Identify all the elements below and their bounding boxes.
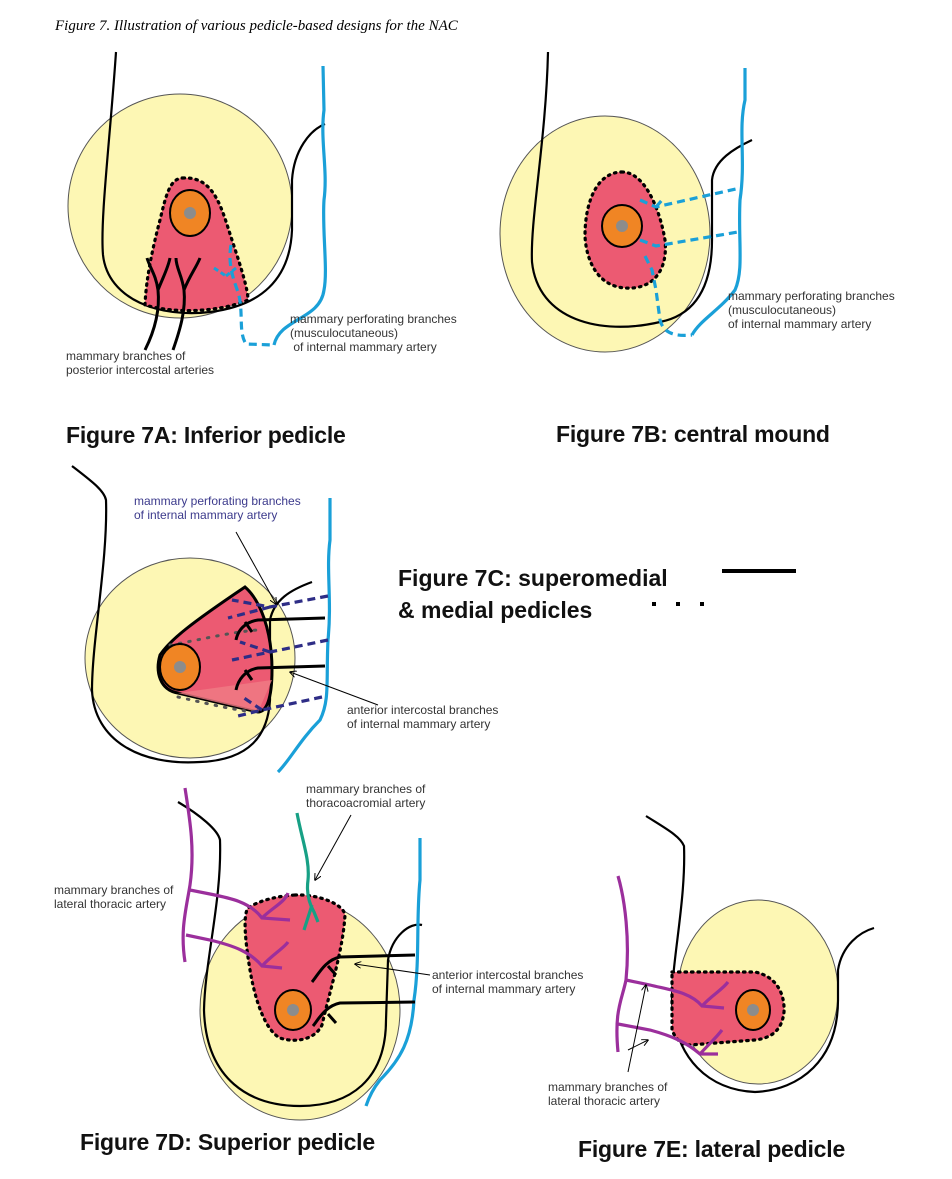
panel-d-title: Figure 7D: Superior pedicle	[80, 1129, 375, 1155]
perforating-branch-dashed	[639, 230, 739, 337]
panel-e-drawing	[615, 815, 875, 1094]
label-a-posterior: mammary branches of posterior intercosta…	[66, 349, 215, 377]
perforating-arrow	[235, 531, 276, 604]
anterior-intercostal-branch	[234, 664, 326, 691]
nipple	[174, 661, 186, 673]
label-e-lateral-thoracic: mammary branches of lateral thoracic art…	[548, 1080, 668, 1108]
label-a-perforating: mammary perforating branches (musculocut…	[290, 312, 457, 354]
posterior-intercostal-branch	[171, 257, 202, 351]
label-c-perforating: mammary perforating branches of internal…	[134, 494, 301, 522]
anterior-intercostal-branch	[310, 953, 416, 983]
panel-c-title: Figure 7C: superomedial & medial pedicle…	[398, 565, 668, 623]
pedicle-superior	[243, 893, 347, 1042]
perforating-branch-dashed	[237, 695, 323, 718]
panel-b-drawing	[499, 51, 753, 353]
internal-mammary-vessel	[276, 498, 332, 774]
perforating-branch-dashed	[639, 186, 741, 209]
label-d-anterior: anterior intercostal branches of interna…	[432, 968, 584, 996]
label-d-thoracoacromial: mammary branches of thoracoacromial arte…	[306, 782, 426, 810]
internal-mammary-vessel	[690, 68, 747, 336]
body-contour	[177, 801, 423, 1108]
body-contour	[530, 51, 753, 328]
figure-caption: Figure 7. Illustration of various pedicl…	[55, 18, 458, 34]
perforating-branch-dashed	[231, 638, 329, 662]
thoracoacromial-arrow	[315, 814, 352, 880]
panel-b-title: Figure 7B: central mound	[556, 421, 830, 447]
panel-c-drawing	[71, 465, 796, 774]
nipple	[616, 220, 628, 232]
anterior-arrow	[290, 672, 379, 706]
lateral-thoracic-vessel	[181, 787, 291, 970]
label-b-perforating: mammary perforating branches (musculocut…	[728, 289, 895, 331]
nipple	[747, 1004, 759, 1016]
label-d-lateral-thoracic: mammary branches of lateral thoracic art…	[54, 883, 174, 911]
label-c-anterior: anterior intercostal branches of interna…	[347, 703, 499, 731]
thoracoacromial-vessel	[295, 812, 320, 931]
anterior-intercostal-branch	[311, 1000, 416, 1027]
lateral-thoracic-arrow	[627, 1040, 648, 1051]
nipple	[287, 1004, 299, 1016]
panel-a-title: Figure 7A: Inferior pedicle	[66, 422, 346, 448]
panel-d-drawing	[177, 787, 431, 1121]
panel-a-drawing	[67, 51, 327, 351]
internal-mammary-vessel	[272, 65, 327, 346]
perforating-branch-dashed	[227, 594, 329, 620]
lateral-thoracic-vessel	[615, 875, 730, 1056]
body-contour	[645, 815, 875, 1094]
anterior-intercostal-branch	[234, 616, 326, 641]
pedicle-medial-region	[178, 680, 272, 712]
nipple	[184, 207, 196, 219]
internal-mammary-vessel	[364, 838, 422, 1107]
perforating-branch-dashed	[228, 244, 275, 347]
lateral-thoracic-arrow	[627, 985, 646, 1073]
posterior-intercostal-branch	[143, 257, 172, 351]
anterior-arrow	[355, 964, 431, 976]
body-contour	[101, 51, 326, 315]
panel-e-title: Figure 7E: lateral pedicle	[578, 1136, 846, 1162]
